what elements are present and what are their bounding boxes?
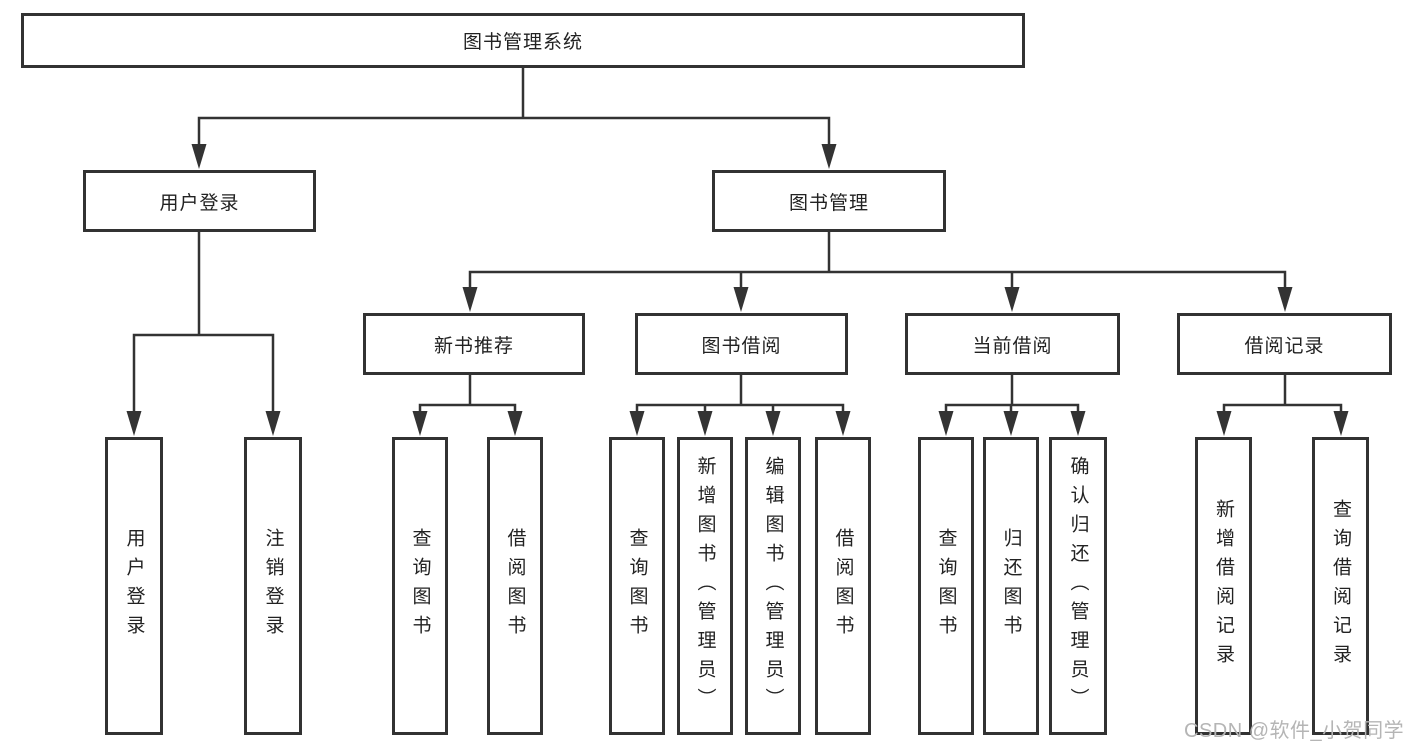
connector-records-to-leaves <box>1222 375 1343 412</box>
leaf-current-query-book: 查询图书 <box>918 437 974 735</box>
leaf-logout-label: 注销登录 <box>262 528 284 644</box>
leaf-records-add-record-label: 新增借阅记录 <box>1213 499 1234 673</box>
node-new-book-recommend: 新书推荐 <box>363 313 585 375</box>
leaf-user-login: 用户登录 <box>105 437 163 735</box>
leaf-current-confirm-return-admin: 确认归还（管理员） <box>1049 437 1107 735</box>
arrowheads <box>126 144 1349 436</box>
connector-root-to-level2 <box>197 68 831 146</box>
node-borrow-records-label: 借阅记录 <box>1244 335 1325 357</box>
leaf-records-add-record: 新增借阅记录 <box>1195 437 1252 735</box>
leaf-borrow-edit-book-admin: 编辑图书（管理员） <box>745 437 801 735</box>
leaf-borrow-add-book-admin: 新增图书（管理员） <box>677 437 733 735</box>
node-user-login: 用户登录 <box>83 170 316 232</box>
connector-bookmgmt-to-level3 <box>468 232 1287 289</box>
leaf-borrow-edit-book-admin-label: 编辑图书（管理员） <box>762 455 784 717</box>
node-root-library-system: 图书管理系统 <box>21 13 1025 68</box>
leaf-borrow-add-book-admin-label: 新增图书（管理员） <box>694 455 716 717</box>
leaf-user-login-label: 用户登录 <box>123 528 145 644</box>
leaf-records-query-record-label: 查询借阅记录 <box>1330 499 1351 673</box>
node-current-borrow: 当前借阅 <box>905 313 1120 375</box>
leaf-current-confirm-return-admin-label: 确认归还（管理员） <box>1067 455 1089 717</box>
leaf-recommend-borrow-book: 借阅图书 <box>487 437 543 735</box>
leaf-borrow-query-book-label: 查询图书 <box>626 528 648 644</box>
connector-borrow-to-leaves <box>635 375 845 412</box>
leaf-records-query-record: 查询借阅记录 <box>1312 437 1369 735</box>
node-book-management-label: 图书管理 <box>788 192 869 214</box>
connector-userlogin-to-leaves <box>132 232 275 413</box>
leaf-borrow-borrow-book: 借阅图书 <box>815 437 871 735</box>
csdn-watermark: CSDN @软件_小贺同学 <box>1184 720 1405 742</box>
leaf-recommend-query-book-label: 查询图书 <box>409 528 431 644</box>
node-book-borrow-label: 图书借阅 <box>701 335 782 357</box>
node-book-management: 图书管理 <box>712 170 946 232</box>
connector-recommend-to-leaves <box>418 375 517 412</box>
leaf-borrow-query-book: 查询图书 <box>609 437 665 735</box>
node-current-borrow-label: 当前借阅 <box>972 335 1053 357</box>
leaf-recommend-query-book: 查询图书 <box>392 437 448 735</box>
leaf-current-return-book-label: 归还图书 <box>1000 528 1022 644</box>
leaf-current-return-book: 归还图书 <box>983 437 1039 735</box>
leaf-current-query-book-label: 查询图书 <box>935 528 957 644</box>
leaf-logout: 注销登录 <box>244 437 302 735</box>
node-book-borrow: 图书借阅 <box>635 313 848 375</box>
node-user-login-label: 用户登录 <box>159 192 240 214</box>
leaf-borrow-borrow-book-label: 借阅图书 <box>832 528 854 644</box>
leaf-recommend-borrow-book-label: 借阅图书 <box>504 528 526 644</box>
node-borrow-records: 借阅记录 <box>1177 313 1392 375</box>
node-new-book-recommend-label: 新书推荐 <box>433 335 514 357</box>
node-root-label: 图书管理系统 <box>462 32 583 53</box>
connector-current-to-leaves <box>944 375 1080 412</box>
